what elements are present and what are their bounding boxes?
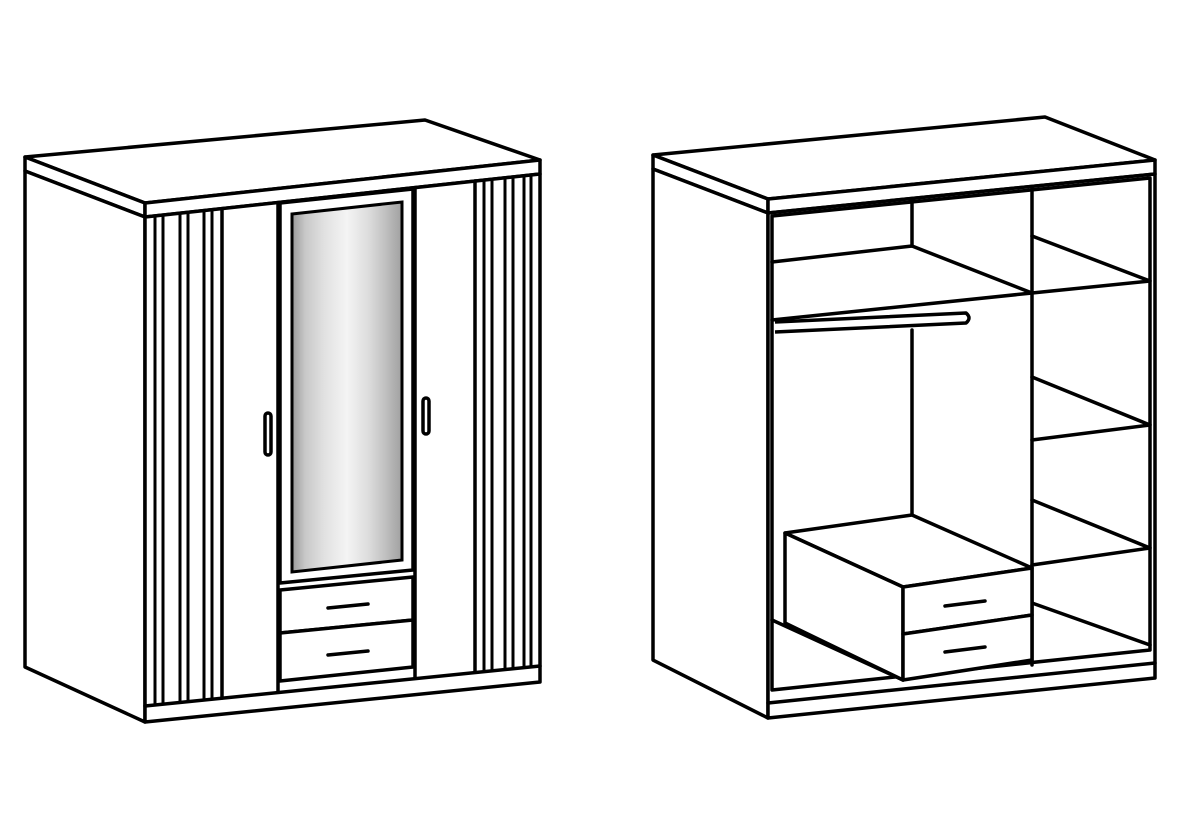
mirror	[290, 200, 404, 574]
door-stripes-left	[153, 210, 214, 704]
drawer-bottom[interactable]	[278, 618, 415, 683]
hanging-rail	[774, 311, 971, 334]
door-stripes-right	[482, 175, 533, 671]
drawer-handle[interactable]	[326, 649, 370, 657]
shelf	[770, 244, 1034, 322]
side-panel	[23, 169, 147, 724]
door-handle-left[interactable]	[263, 411, 273, 457]
drawer-handle[interactable]	[943, 599, 987, 608]
closed-wardrobe	[23, 118, 542, 724]
door-handle-right[interactable]	[421, 396, 431, 436]
side-panel	[651, 167, 770, 720]
drawer-handle[interactable]	[326, 602, 370, 610]
open-wardrobe	[651, 115, 1157, 720]
drawer-handle[interactable]	[943, 645, 987, 654]
